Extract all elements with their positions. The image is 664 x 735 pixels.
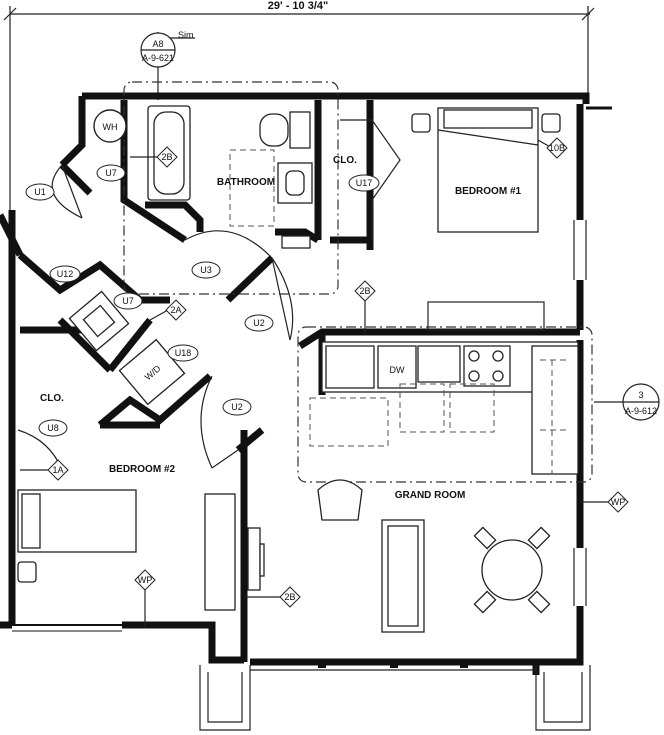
svg-text:WP: WP: [138, 575, 153, 585]
dishwasher-label: DW: [390, 365, 405, 375]
svg-text:2B: 2B: [359, 286, 370, 296]
diamond-tag-10b: 10B: [537, 137, 568, 159]
overall-width-label: 29' - 10 3/4": [268, 0, 328, 12]
grand-room-furniture: [317, 479, 551, 633]
sim-label: Sim: [178, 30, 194, 40]
svg-text:U7: U7: [105, 168, 117, 178]
diamond-tags: 2B 10B 2B 2A 1A WP W: [20, 137, 629, 628]
svg-text:U7: U7: [122, 296, 134, 306]
door-tag-u2-upper: U2: [244, 314, 274, 332]
svg-text:U3: U3: [200, 265, 212, 275]
svg-text:U2: U2: [253, 318, 265, 328]
windows: [573, 220, 587, 606]
svg-text:2B: 2B: [161, 152, 172, 162]
kitchen: DW: [309, 301, 579, 475]
room-label-grand-room: GRAND ROOM: [395, 490, 466, 501]
svg-text:U1: U1: [34, 187, 46, 197]
door-tags: U1 U7 U3 U12 U17 U7 U2 U18: [25, 164, 380, 437]
diamond-tag-1a: 1A: [20, 459, 69, 481]
room-label-closet2: CLO.: [40, 393, 64, 404]
water-heater-label: WH: [103, 122, 118, 132]
door-tag-u1: U1: [25, 183, 55, 201]
svg-text:2B: 2B: [284, 592, 295, 602]
svg-text:U18: U18: [175, 348, 192, 358]
section-3-sheet: A-9-612: [625, 406, 657, 416]
section-a8-sheet: A-9-621: [142, 53, 174, 63]
diamond-tag-2b-bath: 2B: [130, 146, 178, 168]
door-tag-u17: U17: [348, 174, 380, 192]
room-label-bathroom: BATHROOM: [217, 177, 275, 188]
door-tag-u8: U8: [38, 419, 68, 437]
svg-text:U2: U2: [231, 402, 243, 412]
room-label-closet1: CLO.: [333, 155, 357, 166]
door-tag-u3: U3: [191, 261, 221, 279]
diamond-tag-2b-top: 2B: [354, 280, 376, 334]
section-mark-a8: A8 A-9-621 Sim: [140, 30, 195, 100]
diamond-tag-wp-bedroom2: WP: [134, 569, 156, 628]
door-swings: [17, 119, 401, 471]
section-3-id: 3: [638, 390, 643, 400]
diamond-tag-wp-right: WP: [580, 491, 629, 513]
svg-text:1A: 1A: [52, 465, 63, 475]
svg-text:U8: U8: [47, 423, 59, 433]
door-tag-u7-upper: U7: [96, 164, 126, 182]
svg-text:U17: U17: [356, 178, 373, 188]
door-tag-u7-lower: U7: [113, 292, 143, 310]
svg-text:10B: 10B: [549, 143, 565, 153]
room-label-bedroom1: BEDROOM #1: [455, 186, 522, 197]
bedroom2-furniture: [17, 489, 265, 611]
svg-text:2A: 2A: [170, 305, 181, 315]
room-label-bedroom2: BEDROOM #2: [109, 464, 176, 475]
dashed-boundaries: [123, 81, 593, 483]
room-labels: BATHROOM BEDROOM #1 CLO. CLO. BEDROOM #2…: [40, 155, 521, 501]
svg-text:U12: U12: [57, 269, 74, 279]
diamond-tag-2b-bottom: 2B: [244, 586, 301, 608]
water-heater: WH: [93, 109, 127, 143]
section-mark-3: 3 A-9-612: [594, 383, 660, 421]
door-tag-u18: U18: [167, 344, 199, 362]
bedroom1-furniture: [411, 107, 561, 233]
door-tag-u2-lower: U2: [222, 398, 252, 416]
door-tag-u12: U12: [49, 265, 81, 283]
walls: [0, 92, 612, 731]
laundry: W/D: [68, 290, 186, 406]
diamond-tag-2a: 2A: [149, 299, 187, 321]
svg-text:WP: WP: [611, 497, 626, 507]
section-a8-id: A8: [152, 39, 163, 49]
